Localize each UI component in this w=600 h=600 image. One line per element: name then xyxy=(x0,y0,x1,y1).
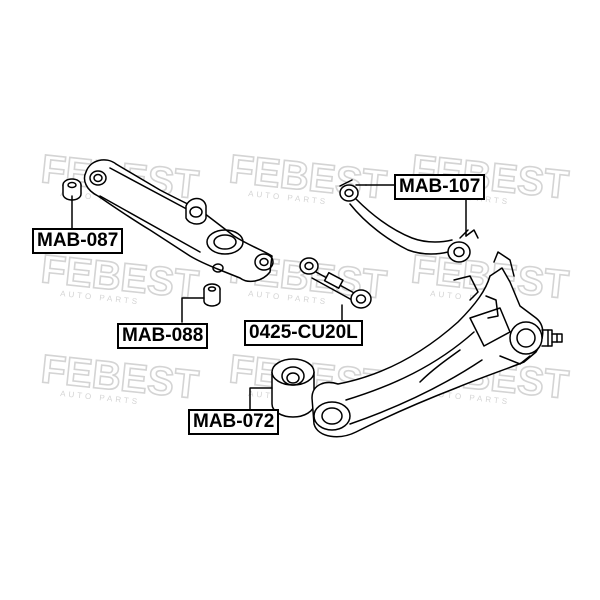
leader-line xyxy=(181,297,205,323)
label-mab-107: MAB-107 xyxy=(394,174,486,200)
upper-arm xyxy=(339,179,479,263)
trailing-arm xyxy=(311,251,563,438)
bushing-mab-088 xyxy=(203,283,221,307)
label-0425-cu20l: 0425-CU20L xyxy=(244,320,363,346)
label-mab-088: MAB-088 xyxy=(117,323,209,349)
bushing-mab-087 xyxy=(62,178,82,201)
link-rod-0425-cu20l xyxy=(299,257,372,309)
label-mab-087: MAB-087 xyxy=(32,228,124,254)
label-mab-072: MAB-072 xyxy=(188,409,280,435)
bushing-mab-072 xyxy=(271,358,315,418)
leader-line xyxy=(249,387,273,413)
lower-arm xyxy=(83,159,274,283)
